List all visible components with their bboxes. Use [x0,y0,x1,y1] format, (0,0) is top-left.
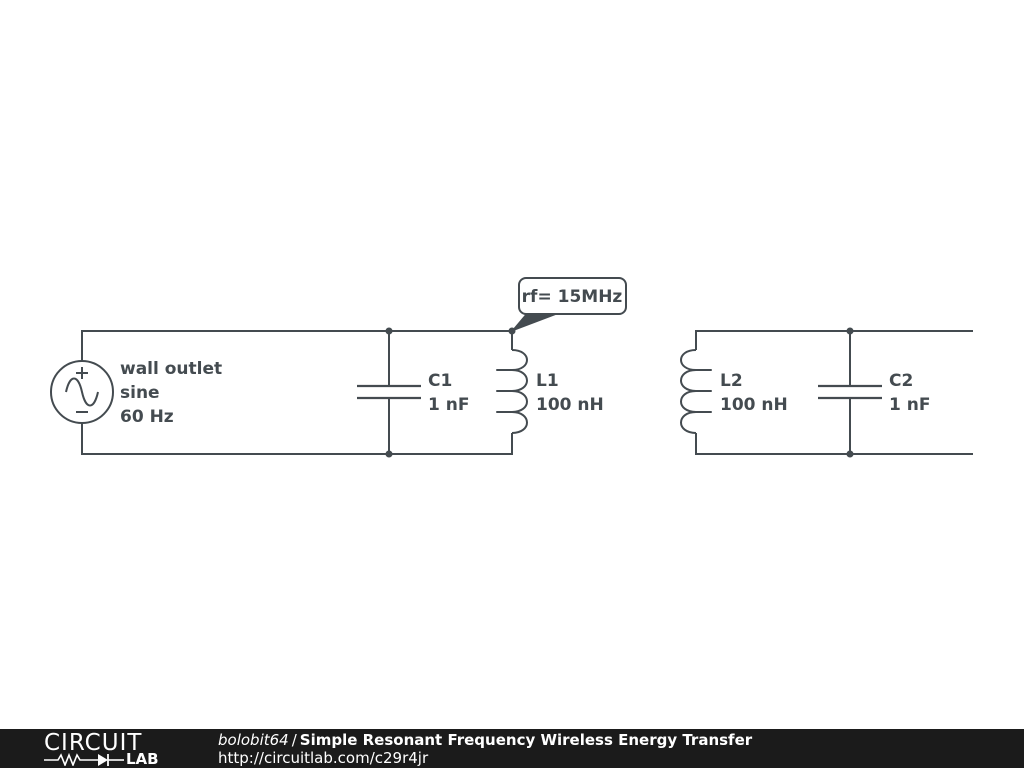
wire-left-top [81,330,513,361]
l2-name-label: L2 [720,371,743,391]
circuitlab-logo[interactable]: CIRCUIT LAB [42,731,176,767]
junction-dot [846,327,854,335]
logo-text-circuit: CIRCUIT [44,730,143,756]
capacitor-c1[interactable] [357,384,421,400]
callout-box [518,277,627,315]
capacitor-c2[interactable] [818,384,882,400]
sine-wave-icon [65,377,99,407]
logo-text-lab: LAB [126,750,159,768]
ac-voltage-source[interactable] [50,360,114,424]
footer-title-line: bolobit64/Simple Resonant Frequency Wire… [218,731,752,749]
c1-name-label: C1 [428,371,452,391]
c2-value-label: 1 nF [889,395,930,415]
wire-right-top [695,330,973,350]
c2-name-label: C2 [889,371,913,391]
wire-right-bottom [695,433,973,455]
source-circle [50,360,114,424]
l2-value-label: 100 nH [720,395,788,415]
source-label-line1: wall outlet [120,359,222,379]
source-label-line2: sine [120,383,160,403]
inductor-l1[interactable] [496,349,528,434]
l1-value-label: 100 nH [536,395,604,415]
junction-dot [846,450,854,458]
right-circuit-wires [695,330,973,455]
circuit-schematic: rf= 15MHz wall outlet sine 60 Hz C1 1 nF… [50,277,973,458]
annotation-callout[interactable]: rf= 15MHz [510,277,627,333]
wire-left-bottom [81,423,513,455]
footer-separator: / [291,731,297,749]
c1-value-label: 1 nF [428,395,469,415]
circuit-title: Simple Resonant Frequency Wireless Energ… [299,731,753,749]
inductor-l2[interactable] [680,349,712,434]
l1-coil [496,349,528,434]
resistor-diode-icon [44,752,124,766]
author-link[interactable]: bolobit64 [218,731,289,749]
annotation-text: rf= 15MHz [522,287,623,307]
circuit-url[interactable]: http://circuitlab.com/c29r4jr [218,749,429,767]
junction-dot [385,327,393,335]
l2-coil [680,349,712,434]
left-circuit-wires [81,330,513,455]
source-label-line3: 60 Hz [120,407,174,427]
footer-bar: CIRCUIT LAB bolobit64/Simple Resonant Fr… [0,729,1024,768]
l1-name-label: L1 [536,371,559,391]
junction-dot [385,450,393,458]
